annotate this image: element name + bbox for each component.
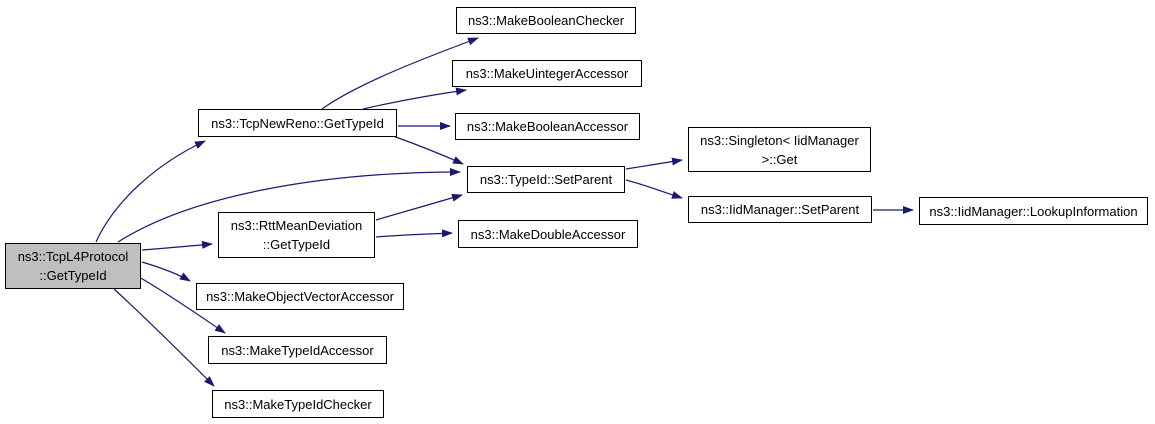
node-make-boolean-accessor[interactable]: ns3::MakeBooleanAccessor [455,113,640,140]
node-make-object-vector-accessor[interactable]: ns3::MakeObjectVectorAccessor [196,283,404,310]
node-label: ns3::IidManager::LookupInformation [929,203,1138,219]
node-label: ns3::MakeUintegerAccessor [465,66,629,81]
node-label: ns3::IidManager::SetParent [700,202,860,217]
edge-tcp-new-reno-to-type-id-set-parent [392,135,464,165]
node-label: ns3::RttMeanDeviation [230,218,363,233]
node-singleton-iid-manager-get[interactable]: ns3::Singleton< IidManager >::Get [688,127,871,172]
node-make-double-accessor[interactable]: ns3::MakeDoubleAccessor [458,220,638,248]
node-label: ::GetTypeId [262,237,331,252]
node-label: >::Get [761,151,798,167]
node-label: ns3::MakeTypeIdAccessor [221,342,374,358]
node-label: ns3::TcpNewReno::GetTypeId [211,115,384,131]
node-label: ns3::TypeId::SetParent [479,172,613,187]
edge-tcp-new-reno-to-make-boolean-checker [321,37,479,110]
edge-rtt-mean-deviation-to-make-double-accessor [375,229,453,238]
node-label: ns3::MakeDoubleAccessor [470,226,626,242]
node-type-id-set-parent[interactable]: ns3::TypeId::SetParent [467,166,625,193]
node-label: ns3::MakeObjectVectorAccessor [206,289,394,304]
edge-tcp-new-reno-to-make-uinteger-accessor [362,87,467,110]
edge-root-to-rtt-mean-deviation [141,240,213,251]
node-label: ns3::TcpL4Protocol [17,249,129,264]
node-tcp-new-reno-get-type-id[interactable]: ns3::TcpNewReno::GetTypeId [198,109,397,137]
node-label: ns3::MakeBooleanChecker [467,13,625,28]
edge-root-to-tcp-new-reno [95,140,206,243]
edge-rtt-mean-deviation-to-type-id-set-parent [375,193,463,221]
node-tcp-l4-protocol-get-type-id: ns3::TcpL4Protocol ::GetTypeId [5,243,141,289]
node-make-boolean-checker[interactable]: ns3::MakeBooleanChecker [456,7,636,34]
node-make-type-id-accessor[interactable]: ns3::MakeTypeIdAccessor [208,336,387,364]
node-label: ns3::Singleton< IidManager [700,132,859,148]
edge-root-to-type-id-set-parent [117,168,461,243]
node-iid-manager-lookup-information[interactable]: ns3::IidManager::LookupInformation [919,197,1148,225]
edge-root-to-make-object-vector-accessor [141,261,191,282]
edge-root-to-make-type-id-checker [113,288,215,387]
node-rtt-mean-deviation-get-type-id[interactable]: ns3::RttMeanDeviation ::GetTypeId [218,212,375,258]
node-iid-manager-set-parent[interactable]: ns3::IidManager::SetParent [688,196,872,223]
node-make-type-id-checker[interactable]: ns3::MakeTypeIdChecker [212,390,384,418]
edge-type-id-set-parent-to-iid-manager-set-parent [625,179,683,199]
node-label: ns3::MakeTypeIdChecker [224,396,372,412]
node-label: ::GetTypeId [39,268,107,283]
node-label: ns3::MakeBooleanAccessor [466,119,629,134]
node-make-uinteger-accessor[interactable]: ns3::MakeUintegerAccessor [452,60,642,87]
edge-type-id-set-parent-to-singleton-get [625,157,683,170]
edge-root-to-make-type-id-accessor [138,276,226,334]
